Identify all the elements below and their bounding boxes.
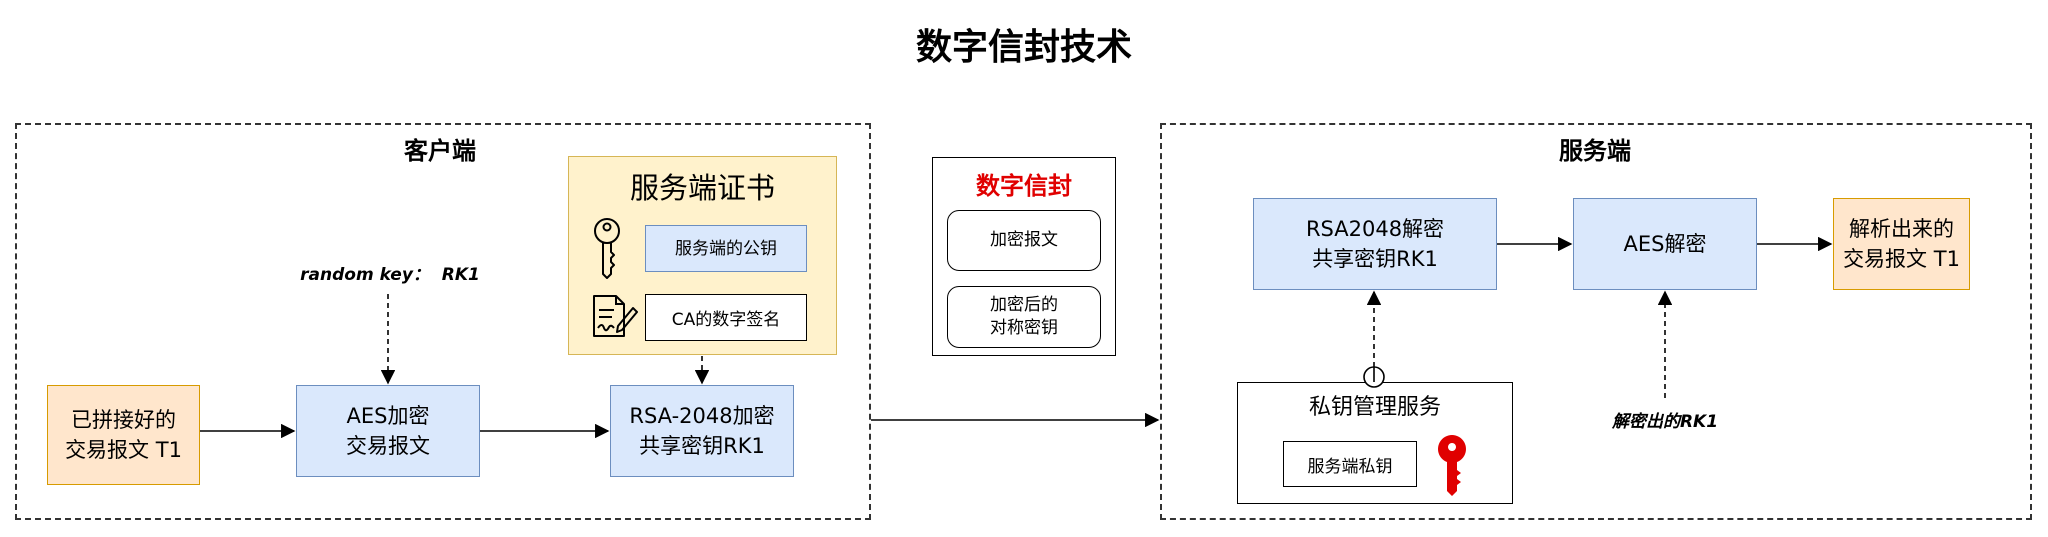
certificate-title: 服务端证书 (629, 171, 775, 205)
envelope-encrypted-key: 加密后的 对称密钥 (947, 286, 1101, 348)
rsa-encrypt-node: RSA-2048加密 共享密钥RK1 (610, 385, 794, 477)
server-container (1160, 123, 2032, 520)
client-container (15, 123, 871, 520)
private-key-icon (1435, 434, 1469, 502)
original-message-node: 已拼接好的 交易报文 T1 (47, 385, 200, 485)
aes-encrypt-node: AES加密 交易报文 (296, 385, 480, 477)
random-key-label: random key： RK1 (300, 264, 480, 285)
decrypted-key-label: 解密出的RK1 (1611, 411, 1719, 432)
private-key-service-title: 私钥管理服务 (1308, 395, 1441, 420)
parsed-message-node: 解析出来的 交易报文 T1 (1833, 198, 1970, 290)
client-label: 客户端 (404, 136, 476, 165)
envelope-title: 数字信封 (976, 171, 1072, 200)
private-key-field: 服务端私钥 (1283, 441, 1417, 487)
server-label: 服务端 (1559, 136, 1631, 165)
key-icon (590, 216, 624, 284)
diagram-title: 数字信封技术 (915, 27, 1132, 68)
public-key-field: 服务端的公钥 (645, 225, 807, 272)
signed-document-icon (590, 292, 638, 344)
rsa-decrypt-node: RSA2048解密 共享密钥RK1 (1253, 198, 1497, 290)
ca-signature-field: CA的数字签名 (645, 294, 807, 341)
aes-decrypt-node: AES解密 (1573, 198, 1757, 290)
envelope-encrypted-message: 加密报文 (947, 210, 1101, 271)
